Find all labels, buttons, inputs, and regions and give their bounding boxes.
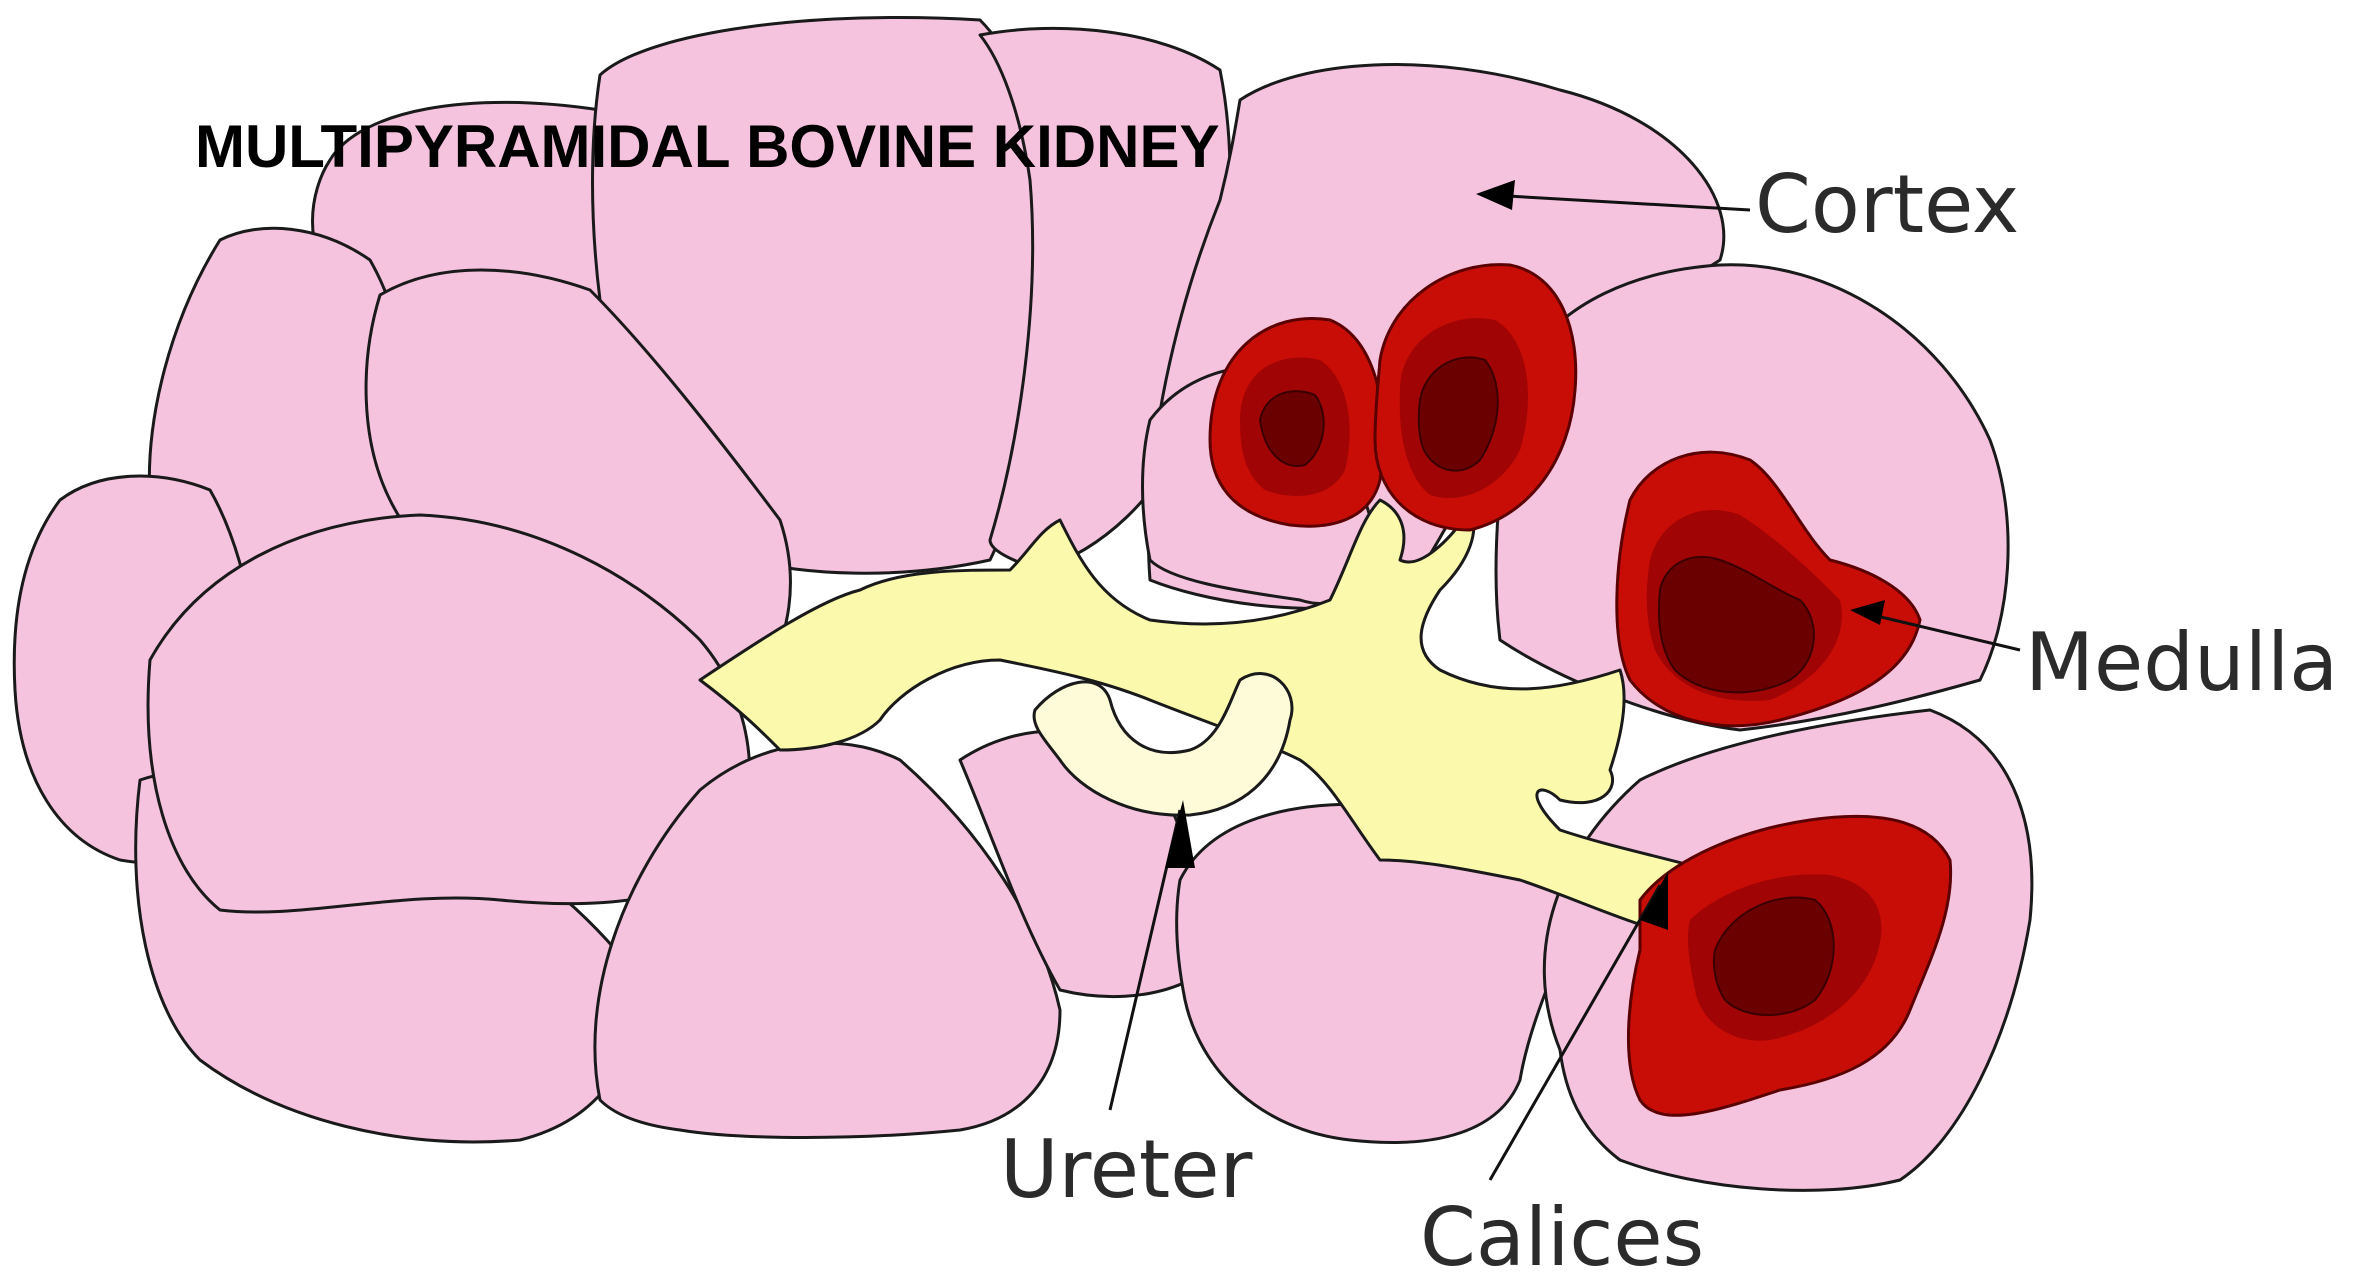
cortex-label: Cortex	[1755, 158, 2019, 251]
calices-label: Calices	[1420, 1191, 1704, 1282]
diagram-title: MULTIPYRAMIDAL BOVINE KIDNEY	[195, 113, 1219, 180]
medulla-label: Medulla	[2025, 616, 2338, 709]
ureter-label: Ureter	[1000, 1123, 1252, 1216]
